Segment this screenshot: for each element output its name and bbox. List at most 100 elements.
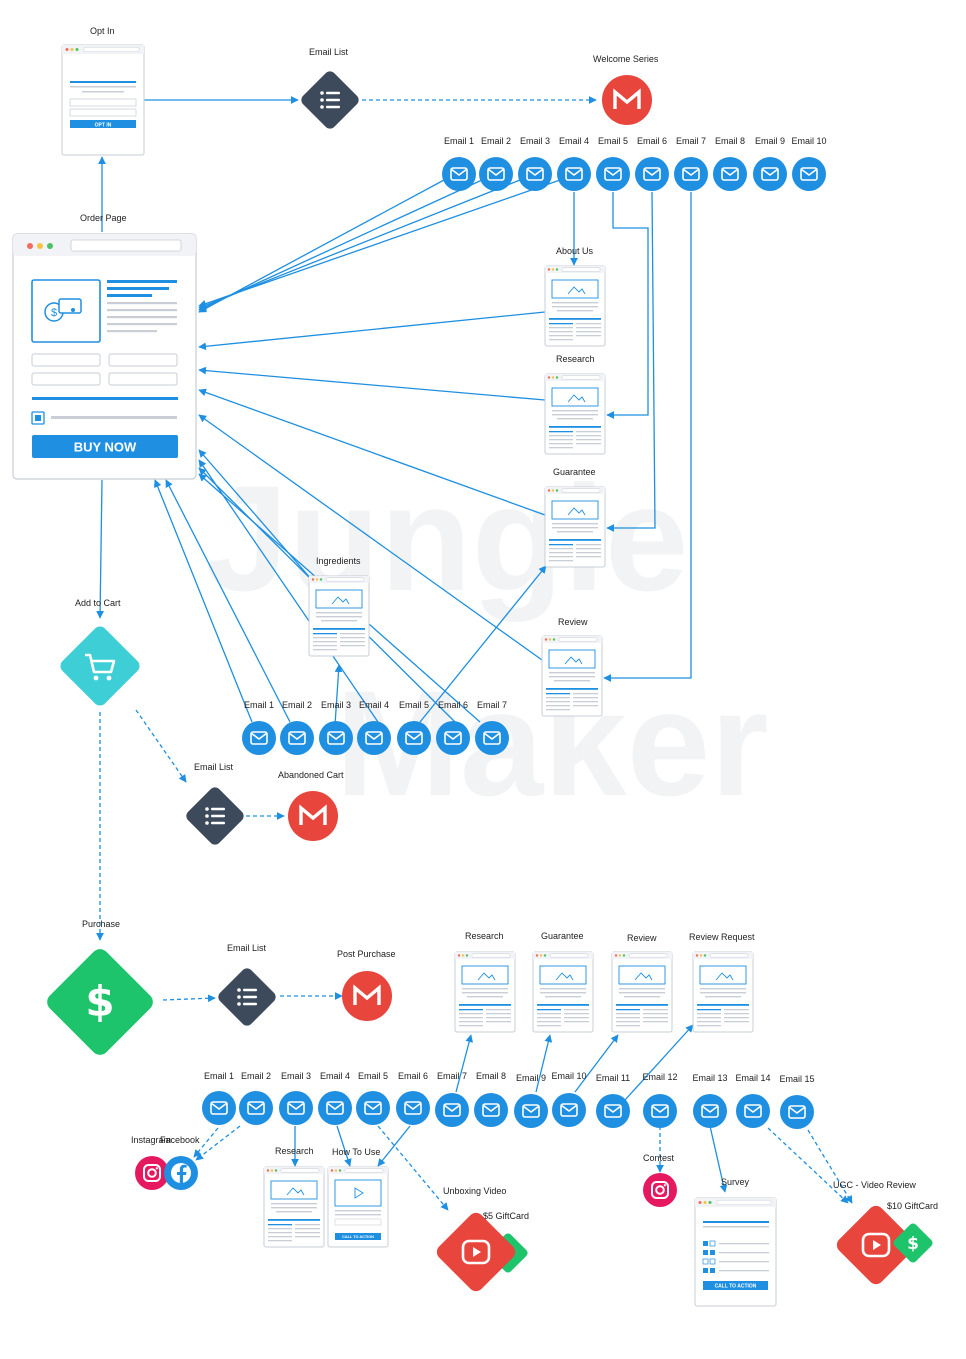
opt-in-button[interactable]: OPT IN [95, 123, 112, 129]
instagram-icon [135, 1156, 169, 1190]
welcome-email-label-10: Email 10 [791, 136, 826, 146]
pp-email-mail-icon-6[interactable] [395, 1090, 431, 1126]
pp-email-mail-icon-12[interactable] [642, 1093, 678, 1129]
pp-email-label-10: Email 10 [551, 1071, 586, 1081]
about-us-label: About Us [556, 246, 594, 256]
pp-email-mail-icon-1[interactable] [201, 1090, 237, 1126]
welcome-email-label-1: Email 1 [444, 136, 474, 146]
about-us-page [544, 265, 606, 347]
welcome-email-mail-icon-1[interactable] [441, 156, 477, 192]
pp-email-mail-icon-2[interactable] [238, 1090, 274, 1126]
welcome-email-mail-icon-5[interactable] [595, 156, 631, 192]
review-page-top [541, 635, 603, 717]
pp-email-label-6: Email 6 [398, 1071, 428, 1081]
research-label-pp: Research [465, 931, 504, 941]
welcome-email-mail-icon-8[interactable] [712, 156, 748, 192]
cart-email-mail-icon-1[interactable] [241, 720, 277, 756]
welcome-email-mail-icon-7[interactable] [673, 156, 709, 192]
pp-email-mail-icon-14[interactable] [735, 1093, 771, 1129]
email-list-label-top: Email List [309, 47, 349, 57]
pp-email-mail-icon-8[interactable] [473, 1092, 509, 1128]
welcome-email-mail-icon-2[interactable] [478, 156, 514, 192]
research-page-bottom [263, 1166, 325, 1248]
email-list-icon [298, 68, 362, 132]
cart-email-mail-icon-2[interactable] [279, 720, 315, 756]
welcome-email-mail-icon-10[interactable] [791, 156, 827, 192]
opt-in-label: Opt In [90, 26, 115, 36]
welcome-email-label-6: Email 6 [637, 136, 667, 146]
ugc-video-icon [836, 1205, 916, 1285]
review-request-label: Review Request [689, 932, 755, 942]
gift10-label: $10 GiftCard [887, 1201, 938, 1211]
pp-email-label-2: Email 2 [241, 1071, 271, 1081]
welcome-email-label-7: Email 7 [676, 136, 706, 146]
how-to-use-cta[interactable]: CALL TO ACTION [342, 1235, 374, 1239]
pp-email-mail-icon-5[interactable] [355, 1090, 391, 1126]
buy-now-label: BUY NOW [74, 440, 137, 455]
guarantee-label-pp: Guarantee [541, 931, 584, 941]
cart-email-mail-icon-6[interactable] [435, 720, 471, 756]
review-page-pp [611, 951, 673, 1033]
unboxing-video-label: Unboxing Video [443, 1186, 506, 1196]
ingredients-label: Ingredients [316, 556, 361, 566]
gmail-icon [600, 73, 654, 127]
welcome-email-mail-icon-4[interactable] [556, 156, 592, 192]
cart-icon [60, 626, 140, 706]
welcome-email-label-2: Email 2 [481, 136, 511, 146]
guarantee-page-top [544, 486, 606, 568]
opt-in-page: OPT IN [61, 44, 145, 156]
pp-email-label-9: Email 9 [516, 1073, 546, 1083]
cart-email-mail-icon-3[interactable] [318, 720, 354, 756]
survey-cta[interactable]: CALL TO ACTION [715, 1284, 757, 1290]
welcome-email-mail-icon-3[interactable] [517, 156, 553, 192]
cart-email-mail-icon-4[interactable] [356, 720, 392, 756]
post-purchase-label: Post Purchase [337, 949, 396, 959]
pp-email-mail-icon-15[interactable] [779, 1094, 815, 1130]
cart-email-label-1: Email 1 [244, 700, 274, 710]
survey-page: CALL TO ACTION [694, 1197, 777, 1307]
review-label-top: Review [558, 617, 588, 627]
pp-email-label-13: Email 13 [692, 1073, 727, 1083]
cart-email-mail-icon-5[interactable] [396, 720, 432, 756]
cart-email-label-5: Email 5 [399, 700, 429, 710]
pp-email-mail-icon-7[interactable] [434, 1092, 470, 1128]
guarantee-page-pp [532, 951, 594, 1033]
pp-email-mail-icon-4[interactable] [317, 1090, 353, 1126]
pp-email-label-14: Email 14 [735, 1073, 770, 1083]
buy-now-button[interactable] [32, 435, 178, 458]
pp-email-mail-icon-3[interactable] [278, 1090, 314, 1126]
pp-email-mail-icon-11[interactable] [595, 1093, 631, 1129]
ingredients-page [308, 575, 370, 657]
welcome-email-label-4: Email 4 [559, 136, 589, 146]
cart-email-label-6: Email 6 [438, 700, 468, 710]
research-label-bottom: Research [275, 1146, 314, 1156]
cart-email-label-2: Email 2 [282, 700, 312, 710]
gmail-icon-purchase [340, 969, 394, 1023]
cart-email-label-3: Email 3 [321, 700, 351, 710]
video-play-icon [436, 1212, 516, 1292]
email-list-label-cart: Email List [194, 762, 234, 772]
welcome-series-label: Welcome Series [593, 54, 659, 64]
how-to-use-page: CALL TO ACTION [327, 1166, 389, 1248]
welcome-email-mail-icon-9[interactable] [752, 156, 788, 192]
welcome-email-mail-icon-6[interactable] [634, 156, 670, 192]
instagram-label: Instagram [131, 1135, 171, 1145]
review-request-page [692, 951, 754, 1033]
pp-email-mail-icon-13[interactable] [692, 1093, 728, 1129]
pp-email-label-8: Email 8 [476, 1071, 506, 1081]
survey-label: Survey [721, 1177, 750, 1187]
gift5-label: $5 GiftCard [483, 1211, 529, 1221]
contest-instagram-icon [643, 1173, 677, 1207]
welcome-email-label-9: Email 9 [755, 136, 785, 146]
cart-email-mail-icon-7[interactable] [474, 720, 510, 756]
guarantee-label-top: Guarantee [553, 467, 596, 477]
email-list-icon-cart [183, 784, 247, 848]
pp-email-mail-icon-10[interactable] [551, 1092, 587, 1128]
pp-email-mail-icon-9[interactable] [513, 1093, 549, 1129]
email-list-label-purchase: Email List [227, 943, 267, 953]
pp-email-label-11: Email 11 [596, 1073, 630, 1083]
